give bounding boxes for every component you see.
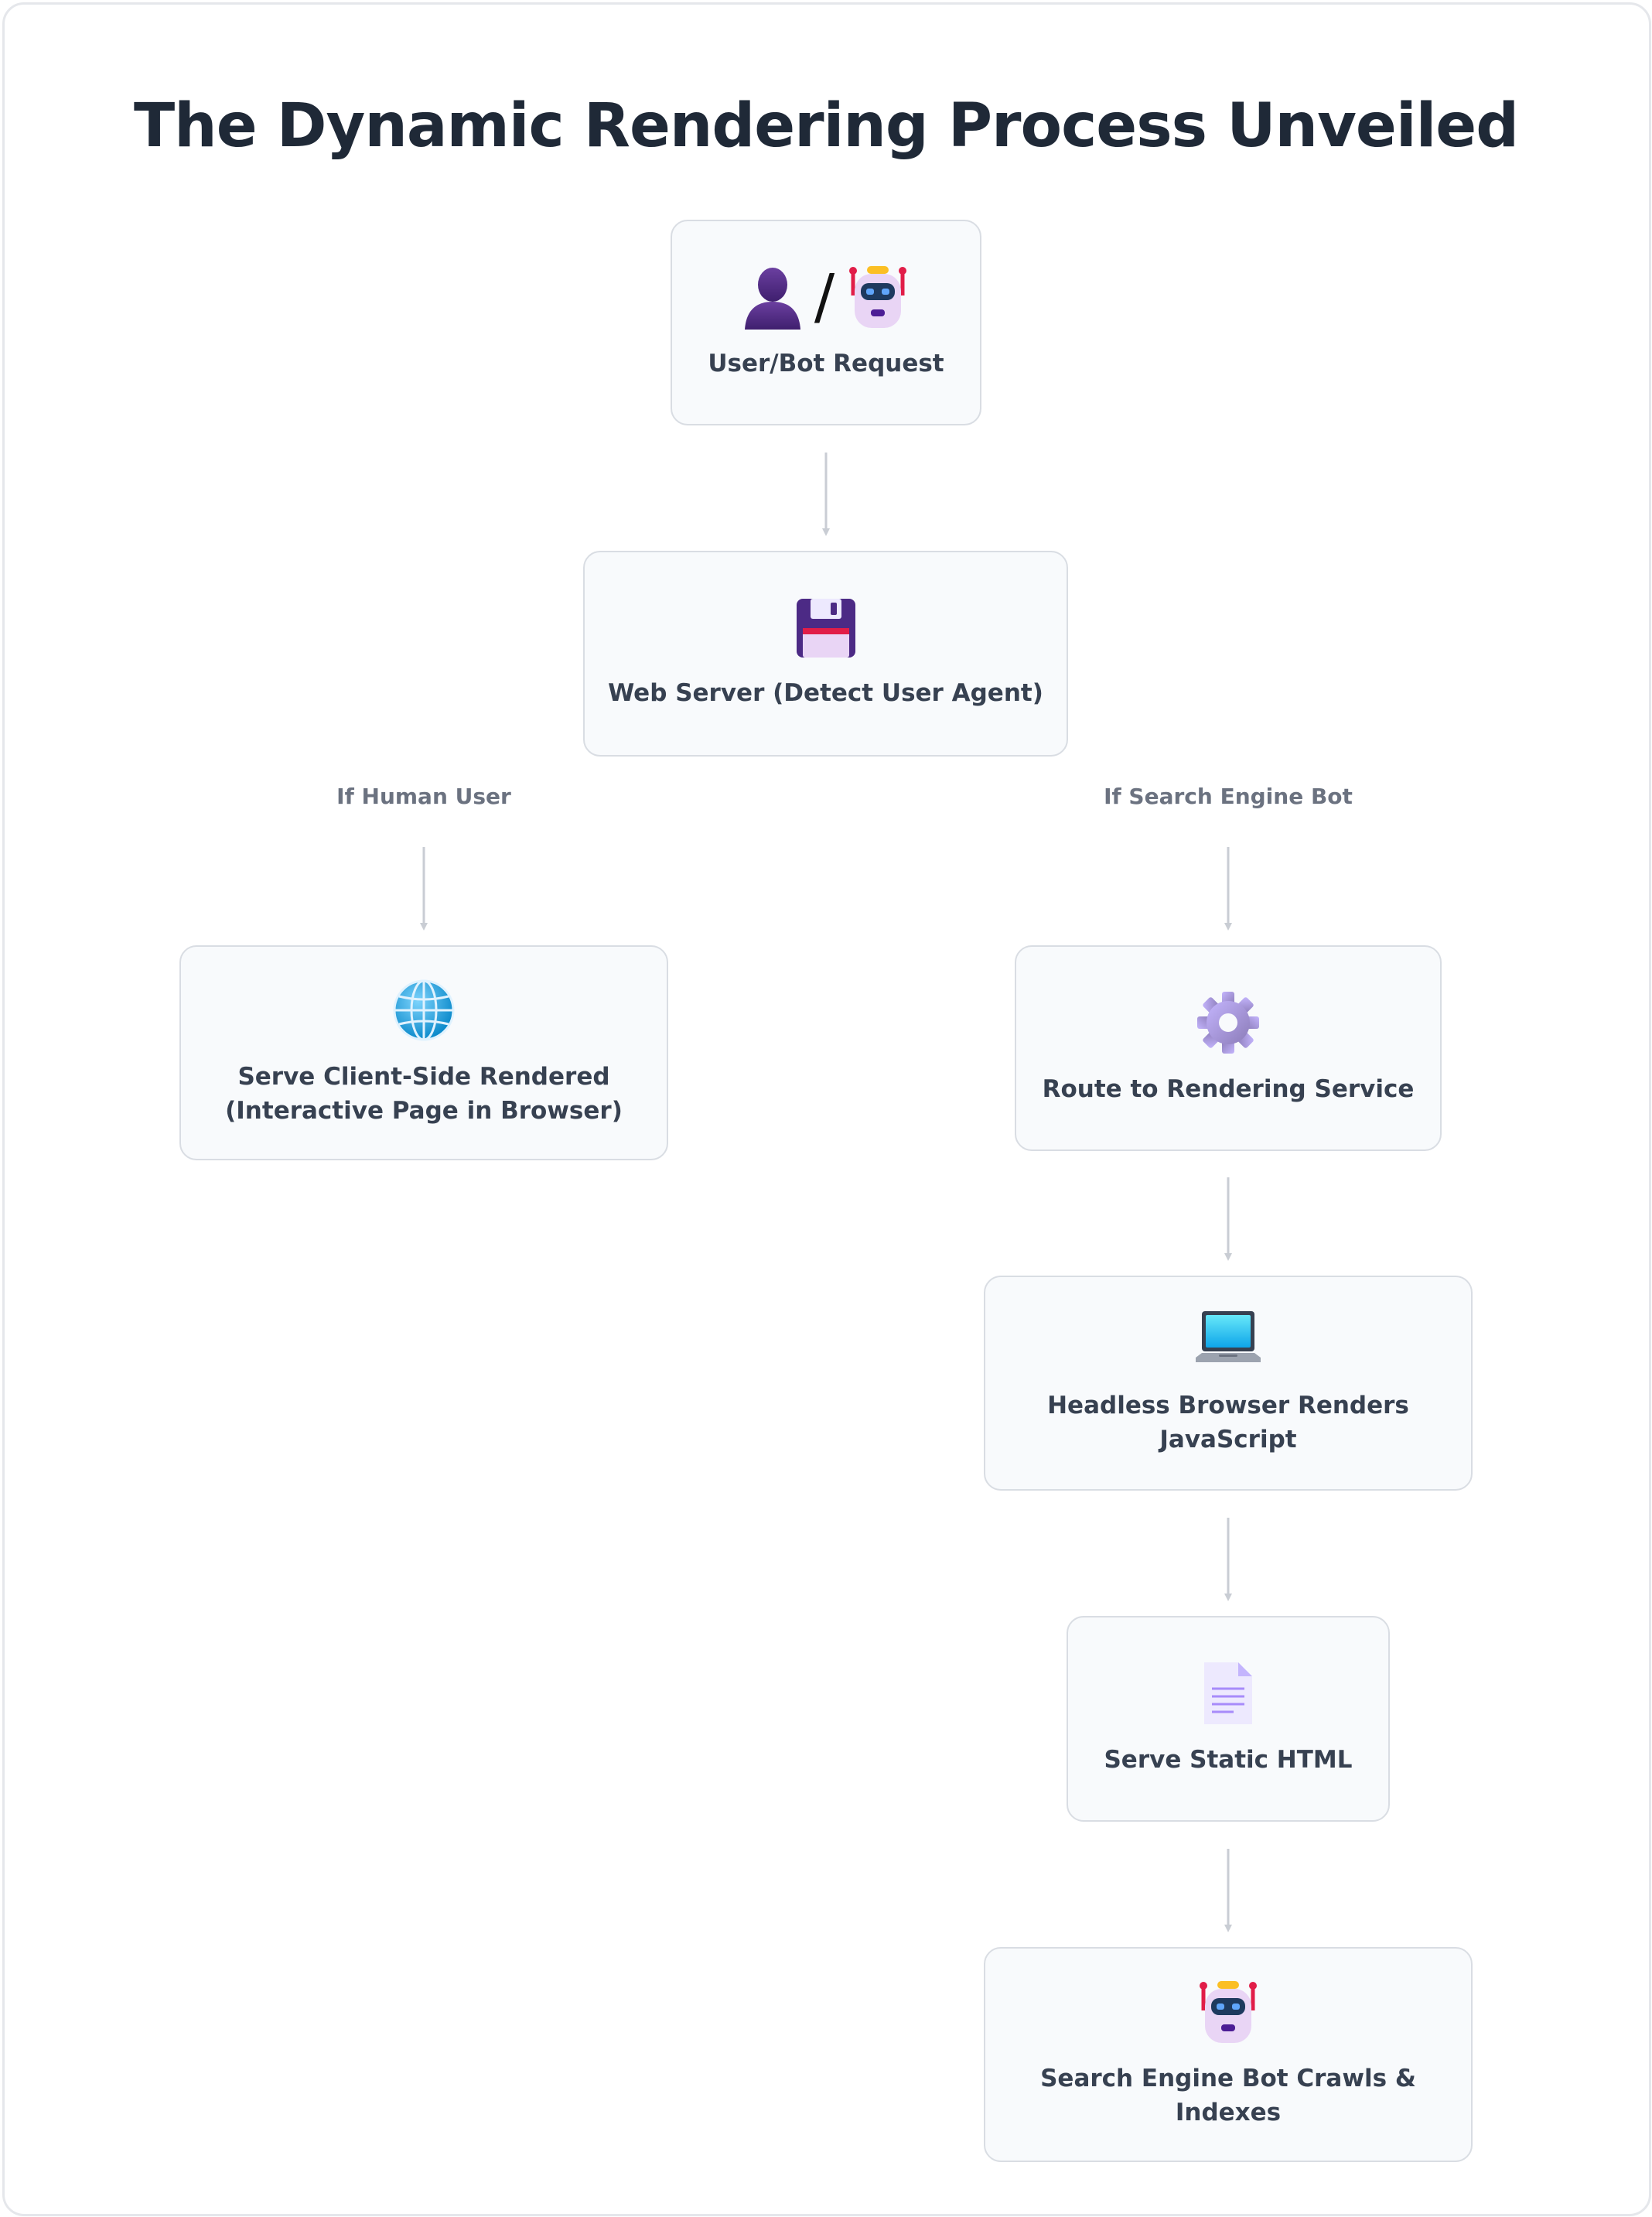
- floppy-disk-icon: [796, 599, 855, 658]
- branch-label-bot: If Search Engine Bot: [1104, 784, 1353, 809]
- node-label: Web Server (Detect User Agent): [608, 679, 1043, 707]
- node-icons: [1196, 1980, 1261, 2044]
- node-label: User/Bot Request: [708, 350, 944, 377]
- node-serve-client-side: Serve Client-Side Rendered (Interactive …: [179, 945, 668, 1160]
- node-icons: [391, 978, 456, 1043]
- node-label: Search Engine Bot Crawls & Indexes: [1040, 2065, 1416, 2126]
- node-user-bot-request: / User/Bot Request: [671, 220, 981, 425]
- node-label: Serve Client-Side Rendered (Interactive …: [225, 1063, 623, 1125]
- node-icons: [1201, 1661, 1255, 1726]
- node-serve-static-html: Serve Static HTML: [1067, 1616, 1390, 1822]
- robot-icon: [849, 266, 907, 328]
- person-icon: [744, 268, 800, 330]
- branch-label-human: If Human User: [336, 784, 511, 809]
- robot-icon: [1200, 1981, 1257, 2043]
- node-web-server: Web Server (Detect User Agent): [583, 551, 1068, 757]
- node-headless-browser: Headless Browser Renders JavaScript: [984, 1276, 1473, 1491]
- gear-icon: [1197, 992, 1259, 1054]
- node-route-rendering-service: Route to Rendering Service: [1015, 945, 1442, 1151]
- node-label: Route to Rendering Service: [1042, 1075, 1415, 1103]
- node-label: Serve Static HTML: [1104, 1746, 1353, 1774]
- icon-separator: /: [814, 262, 835, 332]
- node-label: Headless Browser Renders JavaScript: [1047, 1392, 1409, 1454]
- globe-icon: [393, 979, 455, 1041]
- laptop-icon: [1196, 1311, 1261, 1362]
- node-icons: /: [742, 265, 910, 330]
- document-icon: [1204, 1662, 1252, 1724]
- node-icons: [1196, 990, 1261, 1055]
- node-icons: [1196, 1310, 1261, 1372]
- diagram-title: The Dynamic Rendering Process Unveiled: [133, 91, 1519, 161]
- node-icons: [795, 597, 857, 659]
- node-bot-crawls-indexes: Search Engine Bot Crawls & Indexes: [984, 1947, 1473, 2162]
